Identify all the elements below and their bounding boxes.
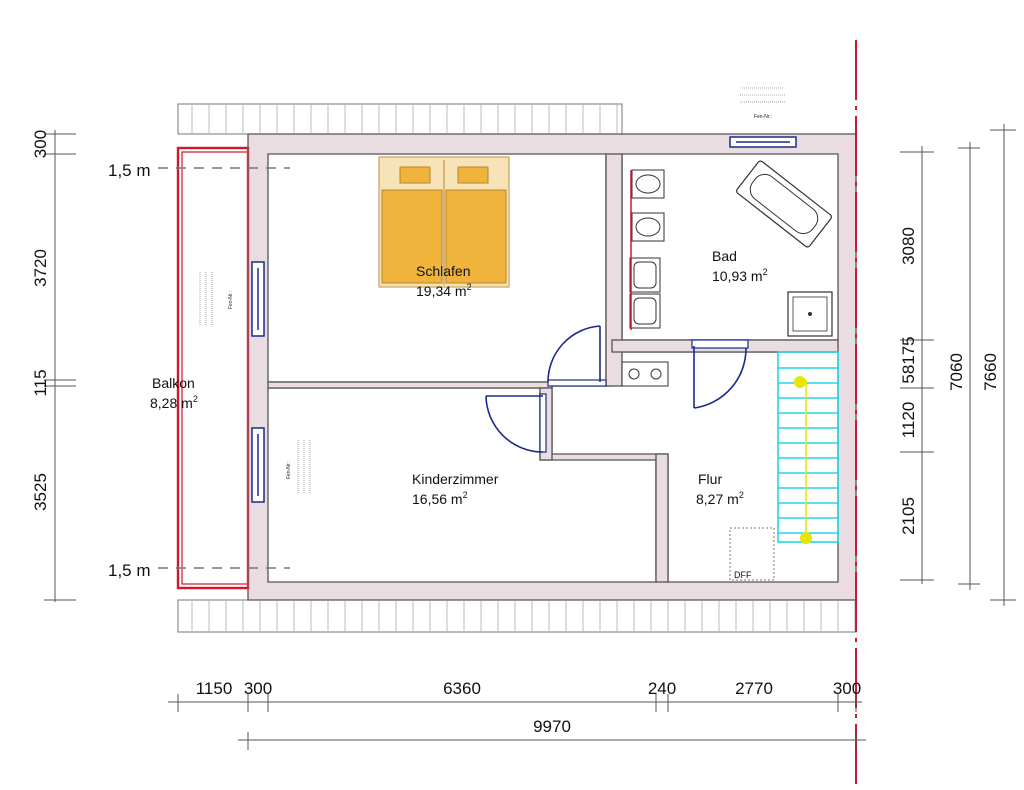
stair-start-dot [794,376,806,388]
stair-end-dot [800,532,812,544]
svg-text:6360: 6360 [443,679,481,698]
svg-text:7660: 7660 [981,353,1000,391]
balcony [176,146,250,590]
svg-text:2105: 2105 [899,497,918,535]
room-label-flur: Flur 8,27 m2 [696,471,744,507]
room-label-balkon: Balkon 8,28 m2 [150,375,198,411]
svg-text:1150: 1150 [196,679,233,698]
svg-text:300: 300 [244,679,272,698]
svg-text:Fen-Nr.:: Fen-Nr.: [754,114,772,120]
svg-text:3525: 3525 [31,473,50,511]
svg-text:1120: 1120 [899,402,918,439]
shower-tray [787,291,833,337]
svg-text:115: 115 [31,369,50,396]
svg-text:Bad: Bad [712,248,737,264]
bidet [631,212,665,242]
svg-text:Balkon: Balkon [152,375,195,391]
height-mark-bottom: 1,5 m [108,561,151,580]
window-tag-balcony-upper: Fen-Nr.: [195,269,234,329]
svg-text:10,93 m2: 10,93 m2 [712,267,768,284]
washbasin-1 [629,257,661,293]
svg-text:240: 240 [648,679,676,698]
svg-text:2770: 2770 [735,679,773,698]
svg-text:Fen-Nr.:: Fen-Nr.: [228,291,234,309]
svg-text:9970: 9970 [533,717,571,736]
door-bad [691,339,749,409]
door-kinderzimmer [485,393,547,453]
room-label-bad: Bad 10,93 m2 [712,248,768,284]
svg-text:Flur: Flur [698,471,722,487]
svg-text:7060: 7060 [947,353,966,391]
double-bed [378,156,510,288]
svg-text:3720: 3720 [31,249,50,287]
dff-box: DFF [729,527,775,581]
svg-text:300: 300 [31,130,50,158]
staircase [777,351,839,543]
washbasin-2 [629,293,661,329]
window-bath [729,136,797,148]
window-tag-balcony-lower: Fen-Nr.: [286,440,311,494]
toilet [631,169,665,199]
roof-edge-bottom [177,599,857,633]
svg-text:Fen-Nr.:: Fen-Nr.: [286,461,292,479]
room-label-schlafen: Schlafen 19,34 m2 [416,263,472,299]
svg-text:8,28 m2: 8,28 m2 [150,394,198,411]
window-balcony-upper [251,261,265,337]
room-label-kinderzimmer: Kinderzimmer 16,56 m2 [412,471,499,507]
door-schlafen [547,325,607,387]
svg-text:Kinderzimmer: Kinderzimmer [412,471,499,487]
window-tag-bath: Fen-Nr.: [740,87,786,120]
svg-text:19,34 m2: 19,34 m2 [416,282,472,299]
svg-text:58175: 58175 [899,336,918,383]
bathtub [736,160,832,248]
svg-text:16,56 m2: 16,56 m2 [412,490,468,507]
svg-text:DFF: DFF [734,570,752,580]
svg-text:3080: 3080 [899,227,918,265]
dimension-chain-bottom: 1150 300 6360 240 2770 300 9970 [168,679,866,750]
roof-edge-top [177,103,623,135]
svg-text:300: 300 [833,679,861,698]
svg-text:Schlafen: Schlafen [416,263,470,279]
dimension-chain-right: 3080 58175 1120 2105 7060 7660 [899,124,1016,606]
dimension-chain-left: 300 3720 115 3525 [31,130,76,602]
svg-text:8,27 m2: 8,27 m2 [696,490,744,507]
window-balcony-lower [251,427,265,503]
kitchenette-sink [621,361,669,387]
height-mark-top: 1,5 m [108,161,151,180]
